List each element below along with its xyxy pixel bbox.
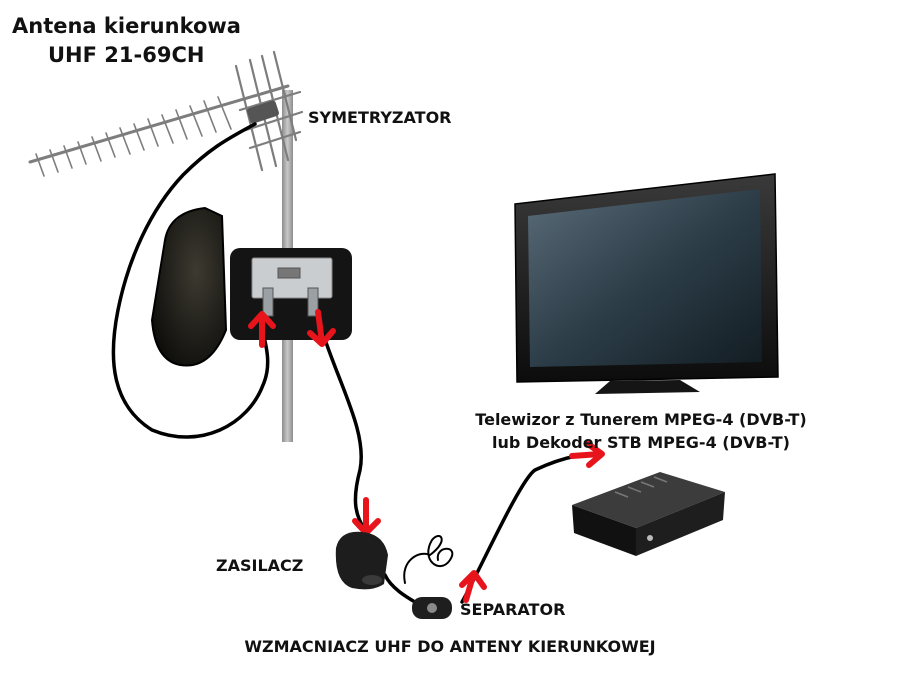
arrow-into-decoder [569,441,605,468]
amplifier-connectors [262,267,319,317]
power-supply-label: ZASILACZ [216,556,304,575]
dvb-t-decoder [572,472,725,556]
power-supply-unit [335,531,388,590]
antenna-title-line2: UHF 21-69CH [48,43,205,67]
separator-port [427,603,437,613]
amplifier-cover [150,206,228,367]
balun-box [247,100,279,124]
antenna-title-line1: Antena kierunkowa [12,14,241,38]
yagi-antenna [28,50,304,177]
arrow-into-amplifier [248,311,276,348]
cable-amplifier-to-power [316,316,367,532]
cable-antenna-to-amplifier [111,122,270,439]
arrow-out-of-amplifier [307,309,336,347]
cable-separator-coil [403,535,454,584]
tv-stand [595,380,700,394]
arrow-out-of-separator [459,570,487,603]
power-supply-plug [362,575,382,585]
tv-label-line1: Telewizor z Tunerem MPEG-4 (DVB-T) [475,410,807,429]
diagram-caption: WZMACNIACZ UHF DO ANTENY KIERUNKOWEJ [244,637,656,656]
balun-label: SYMETRYZATOR [308,108,452,127]
cable-separator-to-decoder [460,454,578,604]
tv-screen [528,189,762,367]
separator-label: SEPARATOR [460,600,566,619]
lg-television [514,173,779,394]
tv-label-line2: lub Dekoder STB MPEG-4 (DVB-T) [492,433,790,452]
